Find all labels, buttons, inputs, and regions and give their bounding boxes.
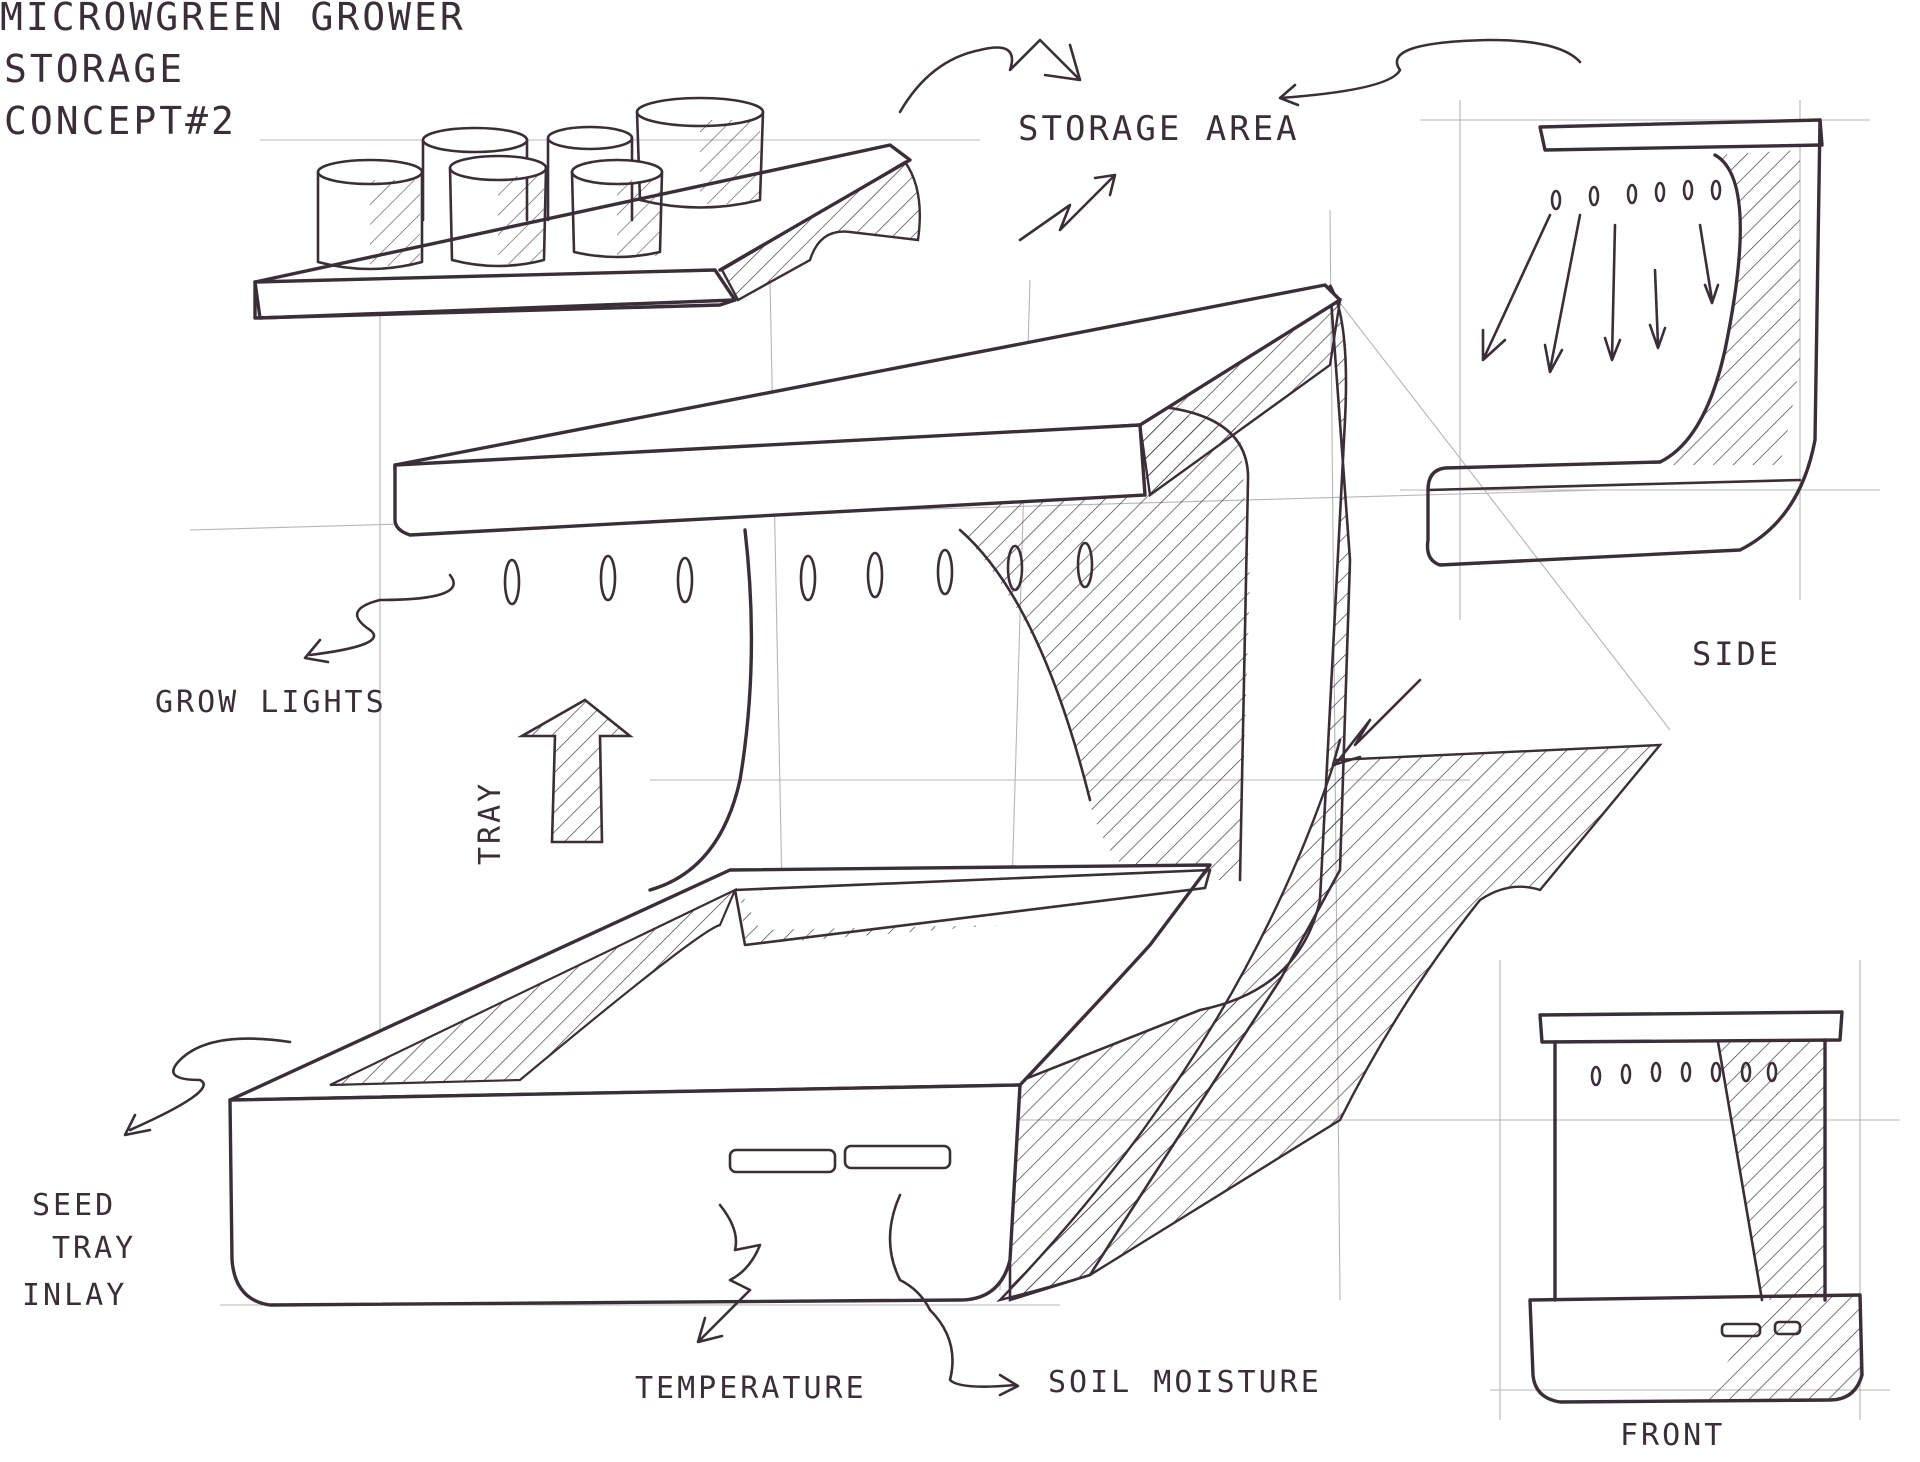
label-tray: TRAY [473,781,508,865]
front-view-lights [1590,1061,1778,1087]
label-front: FRONT [1620,1418,1725,1453]
label-side: SIDE [1692,635,1781,673]
title-line-3: CONCEPT#2 [4,99,237,143]
label-storage-area: STORAGE AREA [1018,109,1300,149]
label-seed-tray-inlay-line-3: INLAY [22,1278,127,1313]
label-seed-tray-inlay-line-1: SEED [32,1188,116,1223]
storage-pot [570,158,664,259]
sketch-title-block: MICROWGREEN GROWER STORAGE CONCEPT#2 [0,0,466,143]
temperature-sensor-window [728,1148,837,1174]
front-view-sensor-left [1720,1322,1762,1338]
side-view-light-arrows [1481,179,1722,374]
front-view-sketch [1528,1010,1864,1404]
sketch-labels: STORAGE AREA GROW LIGHTS TRAY SEED TRAY … [22,109,1781,1453]
side-view-sketch [1425,118,1824,567]
leader-lines [123,38,1582,1397]
storage-shelf-sketch [253,96,921,320]
label-soil-moisture: SOIL MOISTURE [1048,1365,1322,1400]
main-perspective-sketch [228,283,1663,1307]
storage-pot [635,96,765,209]
grow-lights-dashes [503,541,1094,606]
storage-pot [448,154,548,268]
label-temperature: TEMPERATURE [635,1371,867,1406]
title-line-2: STORAGE [4,47,185,91]
label-grow-lights: GROW LIGHTS [155,685,387,720]
front-view-sensor-right [1773,1320,1802,1336]
soil-moisture-sensor-window [843,1144,952,1170]
title-line-1: MICROWGREEN GROWER [0,0,466,39]
storage-pot [316,158,424,271]
tray-up-arrow [517,698,634,844]
label-seed-tray-inlay-line-2: TRAY [52,1231,136,1266]
